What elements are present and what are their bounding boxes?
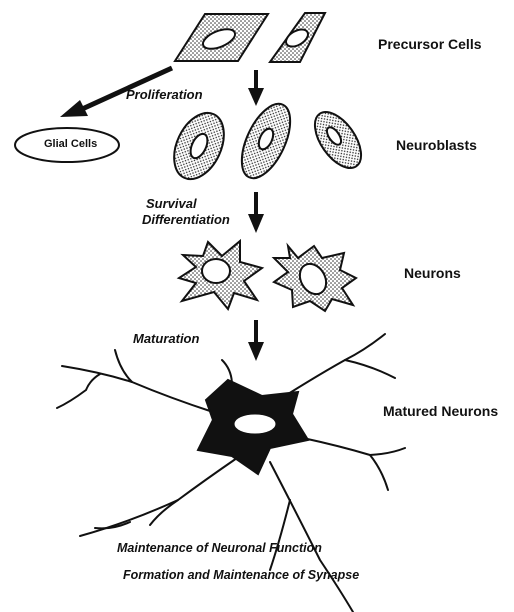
label-differentiation: Differentiation xyxy=(142,212,230,227)
matured-neuron-body xyxy=(198,380,308,474)
label-glial-cells: Glial Cells xyxy=(44,138,97,150)
label-matured-neurons: Matured Neurons xyxy=(383,403,498,419)
label-precursor-cells: Precursor Cells xyxy=(378,36,482,52)
arrow-proliferation xyxy=(248,70,264,106)
label-proliferation: Proliferation xyxy=(126,87,203,102)
label-synapse-formation: Formation and Maintenance of Synapse xyxy=(123,568,359,582)
label-survival: Survival xyxy=(146,196,197,211)
arrow-maturation xyxy=(248,320,264,361)
label-maturation: Maturation xyxy=(133,331,199,346)
arrow-differentiation xyxy=(248,192,264,233)
label-neuroblasts: Neuroblasts xyxy=(396,137,477,153)
neuron-1 xyxy=(179,241,262,309)
precursor-cell-2 xyxy=(270,13,325,62)
precursor-cell-1 xyxy=(175,14,268,61)
neuroblast-1 xyxy=(164,105,233,187)
neuron-2 xyxy=(274,246,356,311)
label-neurons: Neurons xyxy=(404,265,461,281)
neuroblast-3 xyxy=(306,104,371,176)
neuroblast-2 xyxy=(232,97,300,186)
label-maintenance-function: Maintenance of Neuronal Function xyxy=(117,541,322,555)
